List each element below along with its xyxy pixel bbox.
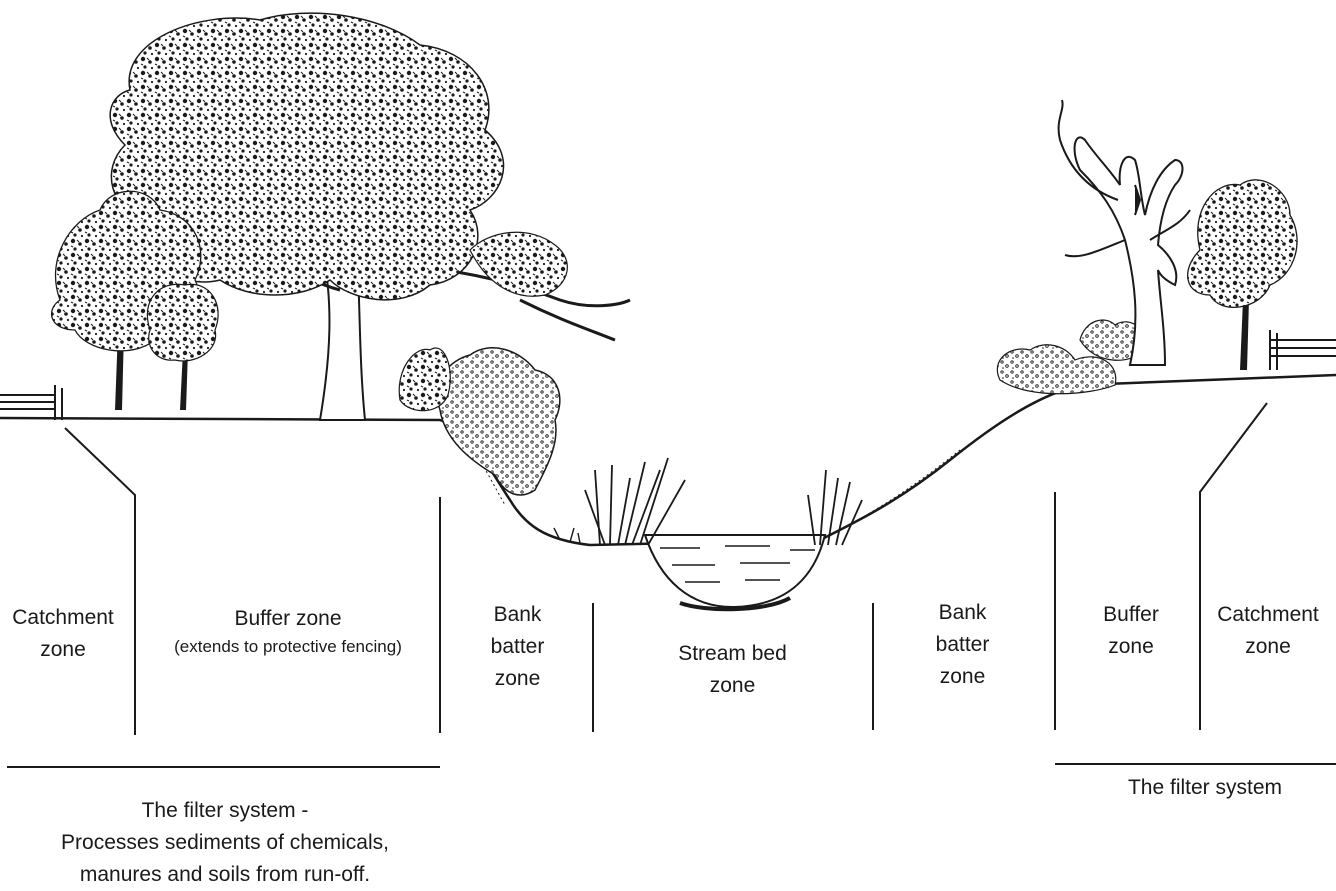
water-icon xyxy=(645,535,825,609)
buffer-zone-right-label: Buffer zone xyxy=(1070,599,1192,663)
buffer-zone-note: (extends to protective fencing) xyxy=(140,635,436,659)
filter-system-left-caption: The filter system - Processes sediments … xyxy=(20,795,430,891)
reeds-icon xyxy=(554,458,862,545)
stream-bed-zone-label: Stream bed zone xyxy=(630,638,835,702)
catchment-zone-left-label: Catchment zone xyxy=(4,602,122,666)
bank-batter-zone-left-label: Bank batter zone xyxy=(455,599,580,695)
bank-batter-zone-right-label: Bank batter zone xyxy=(900,597,1025,693)
filter-system-right-caption: The filter system xyxy=(1080,772,1330,804)
fence-icon xyxy=(1270,330,1336,370)
divider-buffer-catchment-right xyxy=(1200,403,1267,730)
small-tree-icon xyxy=(1188,180,1297,370)
filter-underlines xyxy=(7,764,1336,767)
fence-icon xyxy=(0,385,62,420)
shrub-icon xyxy=(399,348,560,495)
catchment-zone-right-label: Catchment zone xyxy=(1205,599,1331,663)
buffer-zone-left-label: Buffer zone (extends to protective fenci… xyxy=(140,603,436,659)
divider-catchment-buffer-left xyxy=(65,428,135,735)
